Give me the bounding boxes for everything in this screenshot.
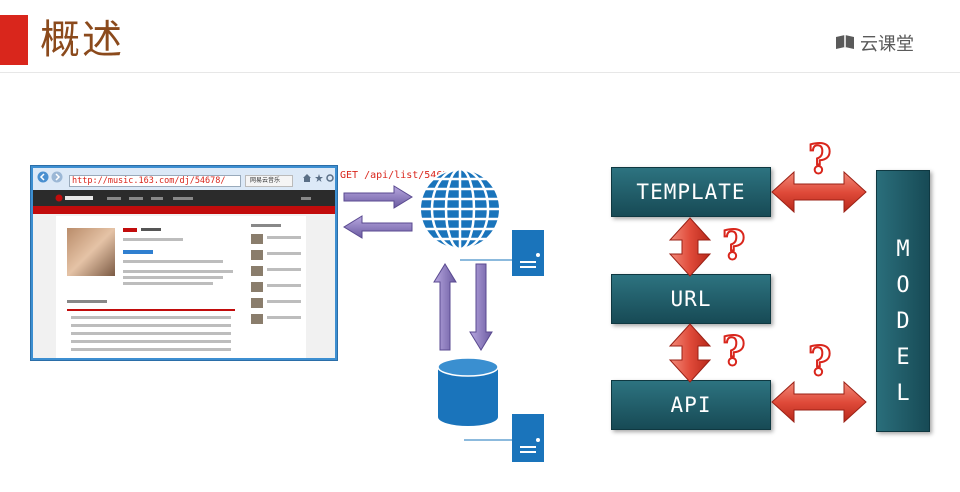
double-arrow-icon — [771, 380, 867, 424]
cloud-classroom-logo-icon — [836, 35, 854, 49]
model-letter: L — [896, 381, 910, 406]
model-letter: O — [896, 273, 910, 298]
relationship-arrows — [668, 170, 867, 424]
request-arrow — [343, 185, 413, 209]
web-server — [460, 230, 544, 276]
home-icon — [303, 174, 311, 182]
model-letter: M — [896, 237, 910, 262]
back-icon — [37, 171, 49, 183]
browser-toolbar: http://music.163.com/dj/54678/ 网易云音乐 — [33, 168, 335, 190]
server-icon — [512, 230, 544, 276]
double-arrow-icon — [771, 170, 867, 214]
globe-icon — [419, 167, 501, 251]
star-icon — [315, 174, 323, 182]
title-accent-bar — [0, 15, 28, 65]
query-up-arrow — [433, 263, 457, 351]
browser-screenshot: http://music.163.com/dj/54678/ 网易云音乐 — [30, 165, 338, 361]
logo: 云课堂 — [834, 30, 914, 56]
url-box: URL — [611, 274, 771, 324]
model-box: M O D E L — [876, 170, 930, 432]
tag — [123, 228, 137, 232]
double-arrow-icon — [668, 217, 712, 277]
logo-text: 云课堂 — [860, 34, 914, 55]
api-box: API — [611, 380, 771, 430]
site-nav — [33, 190, 335, 206]
server-icon — [512, 414, 544, 462]
album-cover — [67, 228, 115, 276]
address-bar: http://music.163.com/dj/54678/ — [69, 175, 241, 187]
double-arrow-icon — [668, 323, 712, 383]
query-down-arrow — [469, 263, 493, 351]
question-mark-icon: ? — [721, 328, 746, 375]
request-label: GET /api/list/54678 — [340, 170, 455, 181]
response-arrow — [343, 215, 413, 239]
netease-music-logo-icon — [55, 194, 93, 202]
forward-icon — [51, 171, 63, 183]
server-database-arrows — [433, 263, 493, 351]
template-box: TEMPLATE — [611, 167, 771, 217]
browser-tab: 网易云音乐 — [245, 175, 293, 187]
slide-title: 概述 — [40, 17, 124, 63]
model-letter: E — [896, 345, 910, 370]
question-mark-icon: ? — [721, 222, 746, 269]
browser-server-arrows — [343, 185, 413, 239]
gear-icon — [326, 174, 334, 182]
question-mark-icon: ? — [807, 338, 832, 385]
db-server — [464, 414, 544, 462]
model-letter: D — [896, 309, 910, 334]
site-subnav — [33, 206, 335, 214]
database-icon — [437, 357, 499, 426]
question-mark-icon: ? — [807, 136, 832, 183]
header-divider — [0, 72, 960, 73]
play-button — [123, 250, 153, 254]
